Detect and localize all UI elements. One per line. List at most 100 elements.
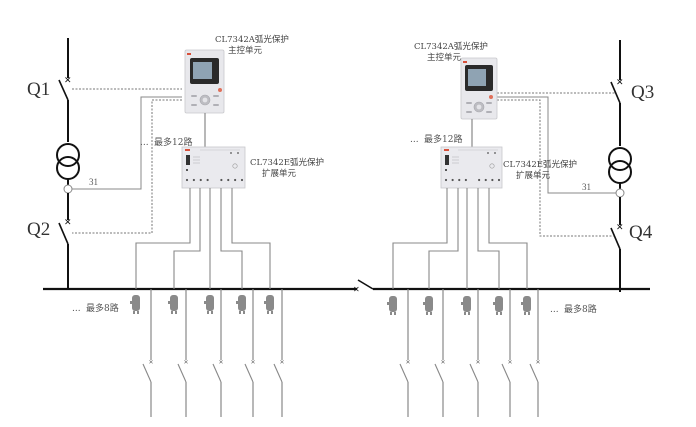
right-sensor-wire-1	[392, 188, 448, 289]
left-expansion-port-3	[206, 178, 209, 182]
left-expansion-port-5	[227, 178, 230, 182]
left-sensor-ellipsis: ...	[72, 304, 81, 314]
left-expansion-port-4	[220, 178, 223, 182]
q3-switch-blade	[610, 81, 621, 104]
right-expansion-unit-label-2: 扩展单元	[516, 170, 551, 181]
left-expansion-unit-label-1: CL7342E弧光保护	[250, 157, 324, 168]
left-outgoing-feeder-5: ✕	[273, 289, 285, 417]
right-sensor-wire-5	[488, 188, 528, 289]
left-expansion-port-2	[199, 178, 202, 182]
q4-label: Q4	[629, 222, 653, 243]
left-expansion-port-7	[240, 178, 244, 182]
right-ct-icon	[615, 188, 625, 198]
right-expansion-port-2	[458, 178, 461, 182]
left-arc-sensor-4	[236, 295, 246, 314]
right-incoming-feeder: ✕ ✕	[608, 40, 632, 292]
q4-switch-blade	[610, 227, 621, 250]
right-expansion-port-0	[444, 178, 448, 182]
svg-text:✕: ✕	[616, 223, 624, 233]
left-outgoing-feeder-2: ✕	[177, 289, 189, 417]
right-expansion-unit[interactable]	[440, 146, 503, 189]
svg-text:✕: ✕	[441, 359, 446, 366]
right-expansion-port-6	[491, 178, 494, 182]
q2-label: Q2	[27, 219, 50, 240]
left-main-unit-label-1: CL7342A弧光保护	[215, 34, 289, 45]
right-expansion-unit-label-1: CL7342E弧光保护	[503, 159, 577, 170]
right-expansion-port-3	[464, 178, 467, 182]
right-arc-sensor-5	[521, 296, 531, 315]
left-transformer-winding-2	[56, 156, 80, 180]
right-main-unit-label-2: 主控单元	[427, 52, 462, 63]
left-expansion-port-6	[234, 178, 237, 182]
right-expansion-port-1	[451, 178, 454, 182]
right-q4-trip-line	[497, 99, 614, 237]
right-sensor-ellipsis: ...	[550, 305, 559, 315]
left-sensor-wire-1	[135, 188, 191, 289]
right-ct-label: 31	[582, 182, 591, 192]
right-outgoing-feeder-3: ✕	[469, 289, 481, 417]
left-expansion-ellipsis: ...	[140, 138, 149, 148]
left-main-unit-label-2: 主控单元	[228, 45, 263, 56]
right-main-unit-label-1: CL7342A弧光保护	[414, 41, 488, 52]
left-incoming-feeder: ✕ ✕	[56, 38, 80, 289]
left-main-unit[interactable]	[184, 49, 225, 114]
q1-contact-mark: ✕	[64, 76, 72, 86]
bus-tie-switch-blade	[357, 279, 374, 290]
left-arc-sensor-1	[130, 295, 140, 314]
left-ct-label: 31	[89, 177, 98, 187]
right-arc-sensor-2	[423, 296, 433, 315]
q3-label: Q3	[631, 82, 654, 103]
right-transformer-winding-1	[608, 147, 632, 171]
left-max-expansion-note: 最多12路	[154, 136, 192, 148]
left-expansion-port-1	[192, 178, 195, 182]
left-max-sensor-note: 最多8路	[86, 302, 119, 314]
right-expansion-port-4	[478, 178, 481, 182]
svg-text:✕: ✕	[406, 359, 411, 366]
q1-switch-blade	[58, 79, 69, 101]
left-ct-signal-line	[72, 96, 182, 190]
left-ct-icon	[63, 184, 73, 194]
right-outgoing-feeder-2: ✕	[434, 289, 446, 417]
svg-text:✕: ✕	[508, 359, 513, 366]
left-transformer-winding-1	[56, 143, 80, 167]
right-max-sensor-note: 最多8路	[564, 303, 597, 315]
svg-text:✕: ✕	[219, 359, 224, 366]
left-arc-sensor-2	[168, 295, 178, 314]
svg-text:✕: ✕	[184, 359, 189, 366]
left-arc-sensor-3	[204, 295, 214, 314]
left-sensor-wire-5	[231, 188, 271, 289]
svg-text:✕: ✕	[353, 285, 360, 294]
left-expansion-unit[interactable]	[181, 146, 246, 189]
q1-label: Q1	[27, 79, 50, 100]
left-sensor-wire-2	[173, 188, 201, 289]
svg-text:✕: ✕	[476, 359, 481, 366]
right-outgoing-feeder-5: ✕	[529, 289, 541, 417]
left-expansion-port-0	[185, 178, 189, 182]
right-ct-signal-line	[497, 96, 616, 194]
right-arc-sensor-3	[461, 296, 471, 315]
right-expansion-port-5	[484, 178, 487, 182]
svg-text:✕: ✕	[251, 359, 256, 366]
q2-switch-blade	[58, 222, 69, 245]
right-outgoing-feeder-4: ✕	[501, 289, 513, 417]
right-expansion-port-7	[497, 178, 501, 182]
svg-text:✕: ✕	[64, 218, 72, 228]
svg-text:✕: ✕	[616, 78, 624, 88]
right-arc-sensor-1	[387, 296, 397, 315]
svg-text:✕: ✕	[536, 359, 541, 366]
left-arc-sensor-5	[264, 295, 274, 314]
svg-text:✕: ✕	[280, 359, 285, 366]
left-outgoing-feeder-4: ✕	[244, 289, 256, 417]
right-outgoing-feeder-1: ✕	[399, 289, 411, 417]
left-outgoing-feeder-3: ✕	[212, 289, 224, 417]
right-main-unit[interactable]	[460, 57, 498, 120]
right-transformer-winding-2	[608, 160, 632, 184]
left-outgoing-feeder-1: ✕	[142, 289, 154, 417]
svg-text:✕: ✕	[149, 359, 154, 366]
left-sensor-wire-4	[220, 188, 243, 289]
right-arc-sensor-4	[493, 296, 503, 315]
left-expansion-unit-label-2: 扩展单元	[262, 168, 297, 179]
right-sensor-wire-4	[477, 188, 500, 289]
right-max-expansion-note: 最多12路	[424, 133, 462, 145]
